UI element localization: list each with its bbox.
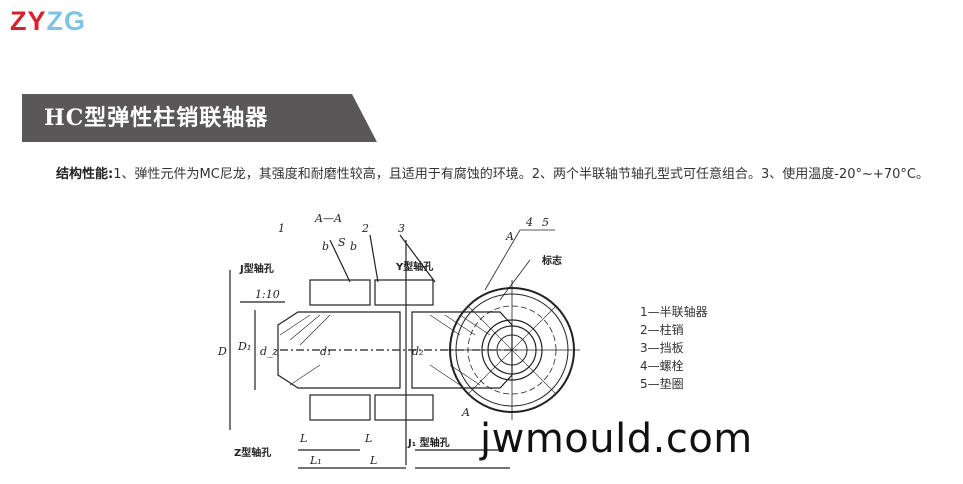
dim-b-left: b [322,240,329,253]
legend-item: 2—柱销 [640,323,684,337]
coupling-drawing-svg: A—A 1 2 3 b S b J型轴孔 Y型轴孔 1:10 D D₁ d_z … [217,212,580,469]
callout-5: 5 [542,216,549,229]
mark-label: 标志 [541,254,562,267]
description-paragraph: 结构性能:1、弹性元件为MC尼龙，其强度和耐磨性较高，且适用于有腐蚀的环境。2、… [20,164,955,186]
dim-s: S [338,236,346,249]
callout-4: 4 [525,216,533,229]
legend-item: 4—螺栓 [640,359,684,373]
banner-shape [22,94,377,142]
callout-2: 2 [361,222,369,235]
logo-part-zg: ZG [46,6,87,36]
brand-logo: ZYZG [10,6,86,36]
section-banner: HC型弹性柱销联轴器 [22,94,377,142]
legend-item: 1—半联轴器 [640,305,708,319]
description-label: 结构性能: [56,167,114,182]
logo-part-zy: ZY [10,6,47,36]
dim-d: D [217,345,227,358]
technical-drawing: A—A 1 2 3 b S b J型轴孔 Y型轴孔 1:10 D D₁ d_z … [200,210,620,484]
callout-1: 1 [278,222,285,235]
page-title: HC型弹性柱销联轴器 [44,105,269,131]
section-a-top: A [505,230,514,243]
watermark-text: jwmould.com [480,416,753,462]
dim-l-left: L [299,432,307,445]
dim-l-right-bottom: L [369,454,377,467]
description-text: 1、弹性元件为MC尼龙，其强度和耐磨性较高，且适用于有腐蚀的环境。2、两个半联轴… [113,167,929,182]
parts-legend: 1—半联轴器 2—柱销 3—挡板 4—螺栓 5—垫圈 [640,303,708,393]
dim-l1: L₁ [309,454,322,467]
dim-l-right-top: L [364,432,372,445]
j-bore-label: J型轴孔 [239,262,274,275]
y-bore-label: Y型轴孔 [395,260,433,273]
dim-d2: d₂ [412,345,423,358]
dim-d1: d₁ [320,345,331,358]
dim-b-right: b [350,240,357,253]
j1-bore-label: J₁ 型轴孔 [407,436,450,449]
callout-3: 3 [398,222,405,235]
section-label: A—A [314,212,342,225]
taper-label: 1:10 [255,288,280,301]
legend-item: 3—挡板 [640,341,684,355]
legend-item: 5—垫圈 [640,377,684,391]
dim-dz: d_z [260,345,279,358]
dim-d1-outer: D₁ [237,340,251,353]
section-a-bottom: A [461,406,470,419]
z-bore-label: Z型轴孔 [234,446,271,459]
